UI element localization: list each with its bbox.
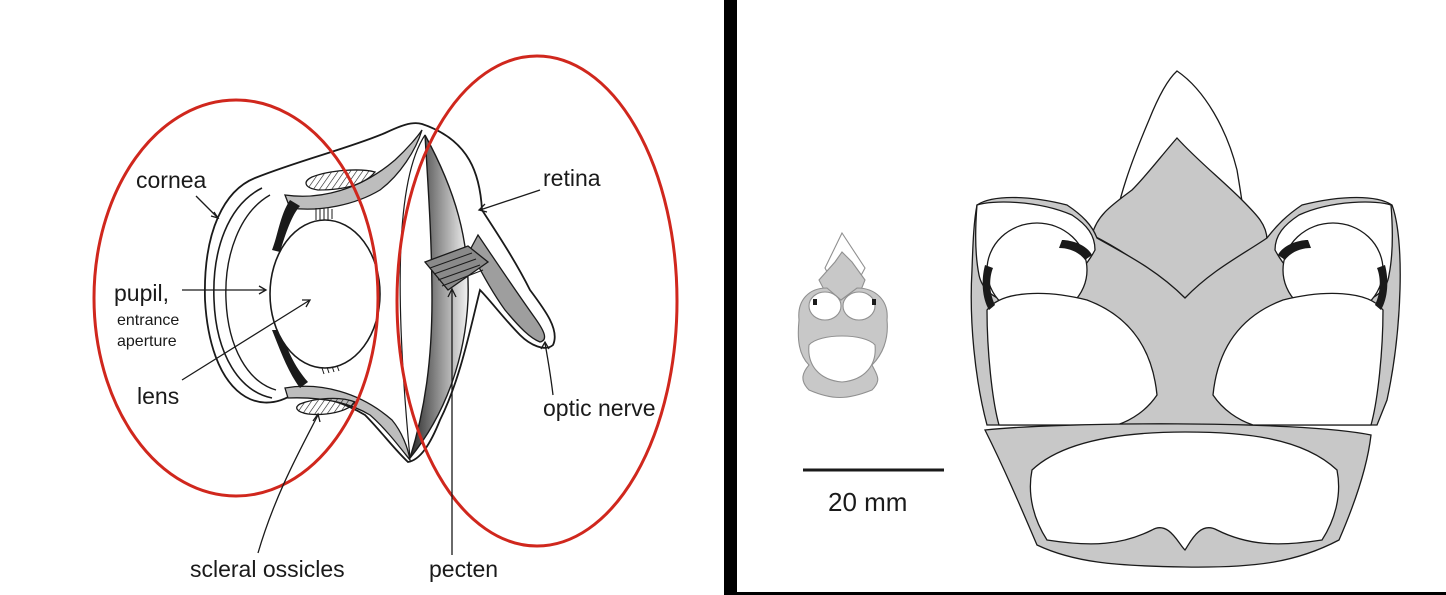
lower-iris [272,330,308,388]
large-skull-right-upper-mark [1278,240,1311,260]
skull-diagram-panel: 20 mm [737,0,1446,592]
skull-diagram: 20 mm [797,70,1401,568]
entrance-label: entrance [117,312,179,329]
retina-label: retina [543,165,601,191]
lower-scleral-ossicle [296,397,357,416]
lens-shape [269,219,381,369]
anterior-region-outline [92,98,380,498]
small-skull [797,231,888,398]
upper-scleral-ossicle [305,169,377,191]
pecten-label: pecten [429,556,498,582]
small-skull-eye-dot-left [813,299,817,305]
cornea-label: cornea [136,167,207,193]
small-skull-eye-dot-right [872,299,876,305]
large-skull [970,70,1401,568]
pupil-label: pupil, [114,280,169,306]
optic-nerve-label: optic nerve [543,395,656,421]
upper-iris [272,200,300,252]
scale-bar-label: 20 mm [828,487,907,517]
cornea-shape [213,187,273,399]
lens-label: lens [137,383,179,409]
leader-lines [181,189,554,555]
upper-tissue-band [283,129,423,210]
eye-diagram: cornea retina pupil, entrance aperture l… [92,54,679,582]
large-skull-right-eye-mark [1375,265,1388,310]
large-skull-left-upper-mark [1059,240,1092,260]
eye-diagram-panel: cornea retina pupil, entrance aperture l… [0,0,724,595]
scleral-ossicles-label: scleral ossicles [190,556,345,582]
aperture-label: aperture [117,333,177,350]
large-skull-left-eye-mark [982,265,995,310]
posterior-region-outline [395,54,679,548]
